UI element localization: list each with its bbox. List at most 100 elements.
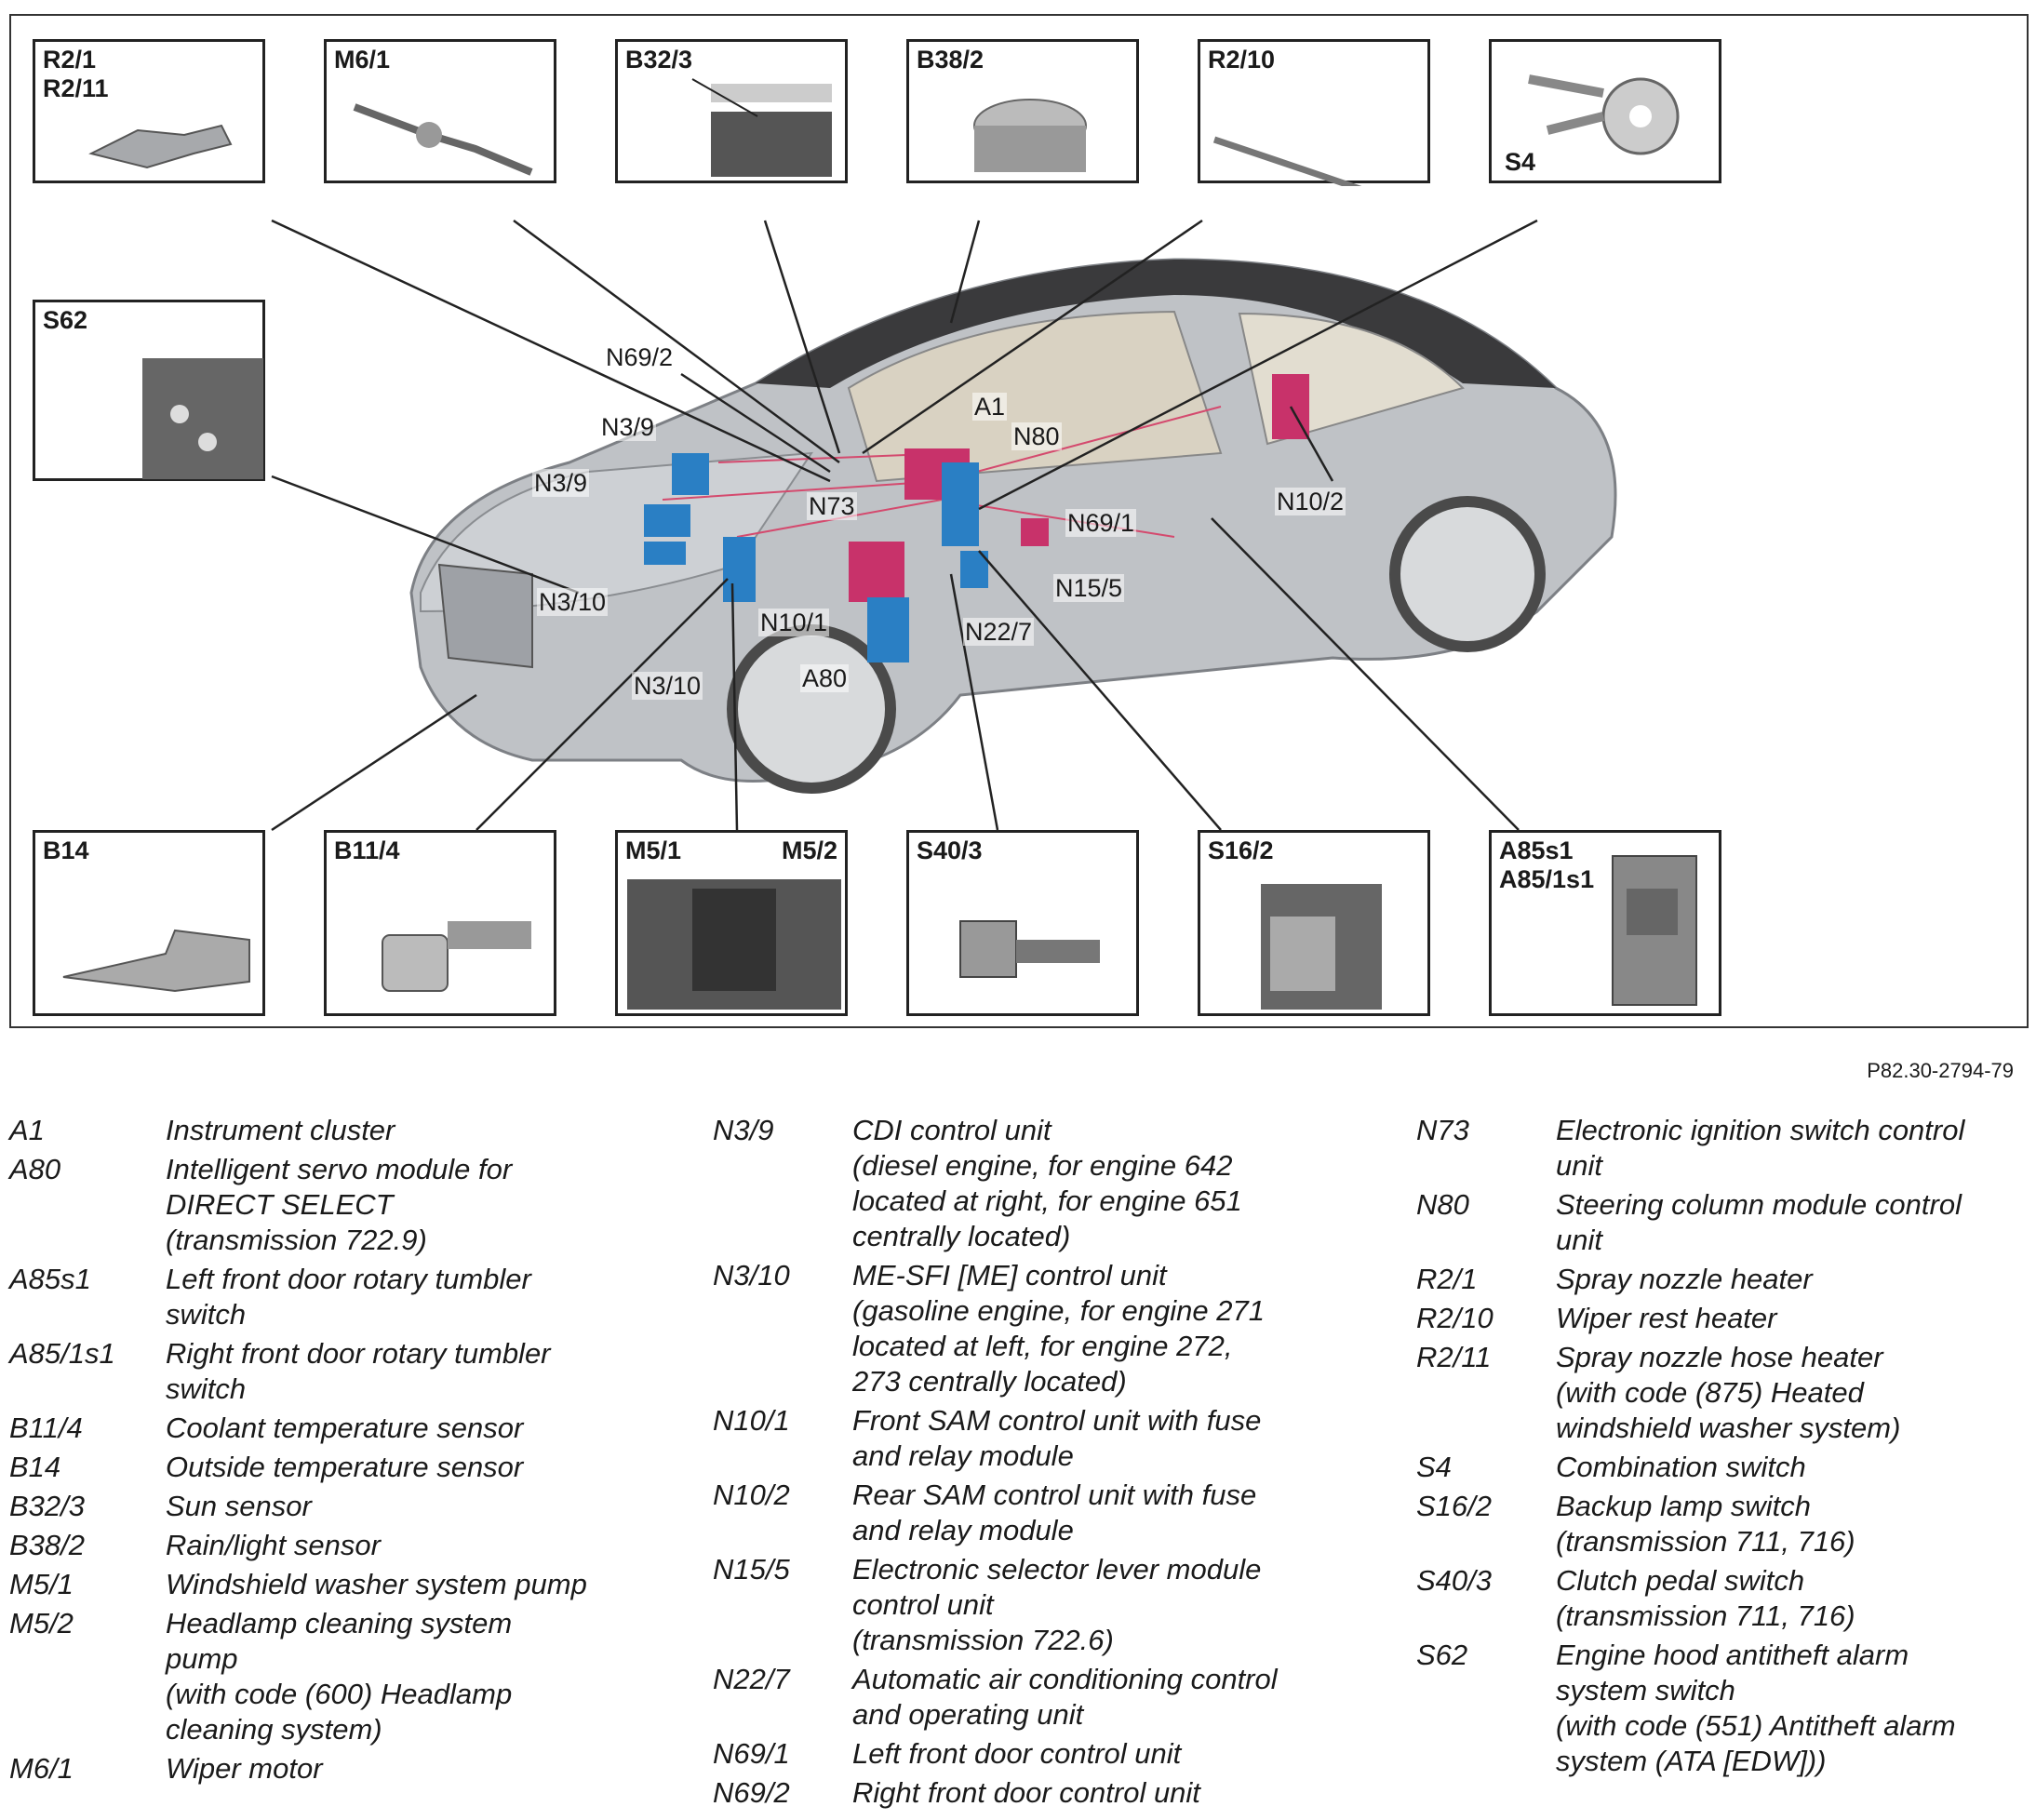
legend-code: A85/1s1 [9, 1337, 115, 1370]
legend-code: N10/2 [713, 1479, 790, 1511]
box-label: B38/2 [917, 46, 985, 74]
box-label: M6/1 [334, 46, 391, 74]
component-box-b38-2: B38/2 [906, 39, 1139, 183]
legend-code: N15/5 [713, 1553, 790, 1586]
legend-code: M6/1 [9, 1752, 74, 1785]
callout-n3-10-center: N3/10 [632, 672, 703, 700]
box-label-left: M5/1 [625, 836, 682, 864]
legend-code: B38/2 [9, 1529, 86, 1561]
module-n10-1 [849, 542, 904, 602]
module-n69-1 [1021, 518, 1049, 546]
legend-description: Headlamp cleaning system pump (with code… [166, 1607, 513, 1746]
legend-code: N69/1 [713, 1737, 790, 1770]
legend-code: N10/1 [713, 1404, 790, 1437]
module-n80 [942, 462, 979, 546]
callout-n3-9-upper: N3/9 [599, 413, 657, 441]
component-box-s62: S62 [33, 300, 265, 481]
door-tumbler-switch-image [1612, 855, 1697, 1006]
legend-description: Left front door control unit [852, 1737, 1182, 1770]
callout-n80: N80 [1011, 422, 1062, 450]
callout-a80: A80 [800, 664, 850, 692]
callout-n10-2: N10/2 [1275, 488, 1346, 515]
component-box-s16-2: S16/2 [1198, 830, 1430, 1016]
legend-row: N10/1 Front SAM control unit with fuse an… [713, 1403, 1327, 1474]
legend-description: Steering column module control unit [1556, 1188, 1962, 1256]
component-box-b11-4: B11/4 [324, 830, 556, 1016]
component-location-diagram: R2/1 R2/11 M6/1 B32/3 B38/2 R2/10 S4 S62… [9, 14, 2029, 1028]
backup-lamp-switch-image [1261, 884, 1382, 1010]
legend-code: M5/2 [9, 1607, 74, 1639]
legend-row: B38/2 Rain/light sensor [9, 1528, 661, 1563]
callout-n10-1: N10/1 [758, 609, 830, 636]
wiper-motor-image [353, 103, 533, 176]
box-label: B11/4 [334, 836, 400, 864]
legend-row: M5/2 Headlamp cleaning system pump (with … [9, 1606, 661, 1747]
callout-n73: N73 [807, 492, 857, 520]
coolant-temp-sensor-image [382, 921, 531, 992]
legend-row: N69/1 Left front door control unit [713, 1736, 1327, 1772]
box-label: S16/2 [1208, 836, 1274, 864]
legend-code: S62 [1416, 1639, 1468, 1671]
component-box-b32-3: B32/3 [615, 39, 848, 183]
car-grille [437, 563, 533, 669]
legend-description: Clutch pedal switch (transmission 711, 7… [1556, 1564, 1855, 1632]
car-illustration [271, 219, 1617, 832]
component-box-a85: A85s1 A85/1s1 [1489, 830, 1721, 1016]
component-box-s40-3: S40/3 [906, 830, 1139, 1016]
legend-code: A85s1 [9, 1263, 91, 1295]
legend-code: N73 [1416, 1114, 1469, 1146]
box-label: A85s1 A85/1s1 [1499, 836, 1595, 893]
box-label: S62 [43, 306, 88, 334]
legend-row: N3/10 ME-SFI [ME] control unit (gasoline … [713, 1258, 1327, 1399]
legend-description: Wiper motor [166, 1752, 323, 1785]
legend-code: N3/10 [713, 1259, 790, 1291]
legend-description: Front SAM control unit with fuse and rel… [852, 1404, 1262, 1472]
legend-description: Engine hood antitheft alarm system switc… [1556, 1639, 1956, 1777]
washer-pump-image [627, 879, 841, 1010]
module-n3-9-center [644, 504, 690, 537]
legend-code: N22/7 [713, 1663, 790, 1695]
legend-description: ME-SFI [ME] control unit (gasoline engin… [852, 1259, 1265, 1398]
legend-code: N80 [1416, 1188, 1469, 1221]
legend-row: N3/9 CDI control unit (diesel engine, for… [713, 1113, 1327, 1254]
module-a80 [867, 597, 909, 662]
legend-code: M5/1 [9, 1568, 74, 1600]
legend-description: CDI control unit (diesel engine, for eng… [852, 1114, 1242, 1252]
front-wheel [727, 624, 896, 794]
clutch-pedal-switch-image [959, 920, 1100, 978]
box-label: R2/10 [1208, 46, 1276, 74]
legend-description: Spray nozzle heater [1556, 1263, 1813, 1295]
legend-code: R2/10 [1416, 1302, 1494, 1334]
wiper-rest-heater-image [1212, 136, 1362, 186]
legend-code: B11/4 [9, 1412, 83, 1444]
legend-code: A80 [9, 1153, 61, 1185]
car-roof [756, 260, 1556, 388]
legend-description: Rain/light sensor [166, 1529, 381, 1561]
module-n3-9-right [672, 453, 709, 495]
car-windows [847, 310, 1223, 483]
hood-switch-image [142, 358, 263, 479]
callout-n3-10-left: N3/10 [537, 588, 609, 616]
legend-column-2: N3/9 CDI control unit (diesel engine, for… [713, 1113, 1327, 1814]
callout-a1: A1 [972, 393, 1008, 421]
legend-code: B32/3 [9, 1490, 86, 1522]
legend-description: Electronic selector lever module control… [852, 1553, 1262, 1656]
box-label: R2/1 R2/11 [43, 46, 109, 102]
component-box-r2-10: R2/10 [1198, 39, 1430, 186]
legend-code: B14 [9, 1451, 61, 1483]
box-label: S40/3 [917, 836, 983, 864]
legend-code: N3/9 [713, 1114, 774, 1146]
nozzle-heater-image [88, 124, 233, 169]
module-n3-10-center [723, 537, 756, 602]
